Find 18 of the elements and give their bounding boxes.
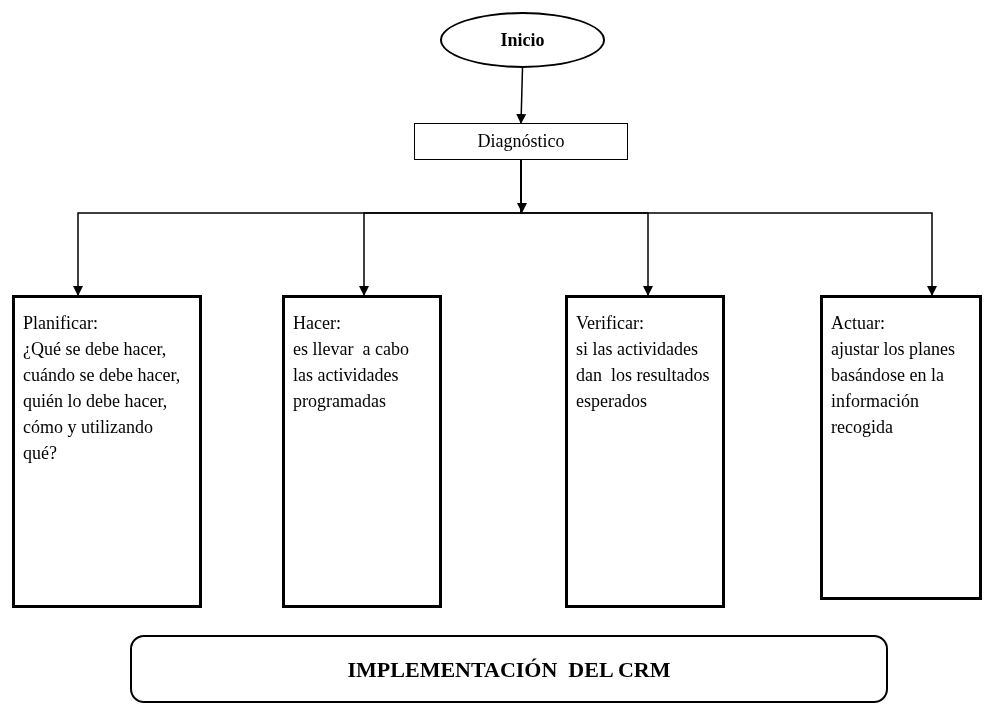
arrow — [516, 67, 527, 124]
step-description: ajustar los planes basándose en la información recogida — [831, 338, 956, 439]
step-heading: Planificar: — [23, 312, 99, 335]
step-box — [12, 295, 202, 608]
step-description: es llevar a cabo las actividades programadas — [293, 338, 410, 413]
step-box — [820, 295, 982, 600]
title-box — [130, 635, 888, 703]
step-heading: Actuar: — [831, 312, 886, 335]
node-label: IMPLEMENTACIÓN DEL CRM — [347, 655, 671, 684]
step-box — [282, 295, 442, 608]
step-description: ¿Qué se debe hacer, cuándo se debe hacer, quién lo debe hacer, cómo y utilizando qué? — [23, 338, 182, 465]
step-box — [565, 295, 725, 608]
step-description: si las actividades dan los resultados esperados — [576, 338, 711, 413]
step-heading: Verificar: — [576, 312, 645, 335]
process-box — [414, 123, 628, 160]
node-label: Inicio — [500, 28, 545, 52]
node-label: Diagnóstico — [477, 130, 565, 153]
step-heading: Hacer: — [293, 312, 342, 335]
